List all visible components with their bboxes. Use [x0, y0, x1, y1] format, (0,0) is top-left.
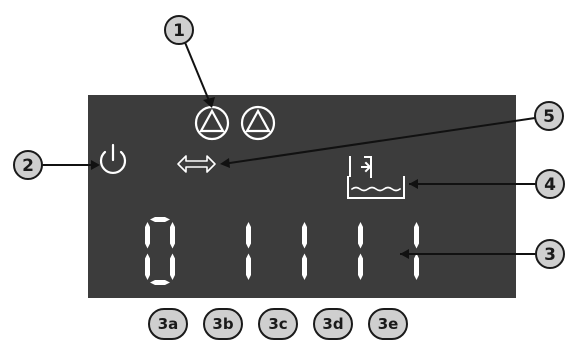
- lcd-segment-b: [302, 222, 307, 249]
- lcd-digit: [302, 222, 307, 280]
- lcd-digit: [145, 217, 175, 285]
- leader-line-1: [183, 39, 211, 104]
- callout-label: 3: [544, 245, 556, 265]
- lcd-segment-c: [246, 253, 251, 280]
- tank-fill-icon: [347, 156, 405, 199]
- lcd-segment-c: [414, 253, 419, 280]
- arrowhead-2: [91, 160, 100, 170]
- arrowhead-3: [400, 249, 409, 259]
- callout-5: 5: [534, 101, 564, 131]
- bidirectional-arrow-icon: [177, 155, 216, 173]
- arrowhead-5: [220, 158, 230, 168]
- lcd-digit: [414, 222, 419, 280]
- lcd-segment-b: [358, 222, 363, 249]
- callout-label: 3b: [212, 315, 233, 333]
- leader-arrowheads: [91, 97, 418, 259]
- callout-label: 3a: [158, 315, 179, 333]
- callout-label: 5: [543, 107, 555, 127]
- lcd-digit: [358, 222, 363, 280]
- lcd-segment-b: [170, 222, 175, 249]
- lcd-segment-c: [358, 253, 363, 280]
- callout-label: 3d: [322, 315, 343, 333]
- callout-label: 3c: [268, 315, 287, 333]
- lcd-digit: [246, 222, 251, 280]
- arrowhead-1: [203, 97, 215, 108]
- callout-label: 2: [22, 156, 34, 176]
- seven-segment-digits: [145, 217, 419, 285]
- lcd-segment-f: [145, 222, 150, 249]
- lcd-segment-b: [414, 222, 419, 249]
- lcd-segment-e: [145, 253, 150, 280]
- lcd-segment-b: [246, 222, 251, 249]
- callout-3e: 3e: [368, 308, 408, 340]
- callout-label: 4: [544, 175, 556, 195]
- pump-icon: [240, 105, 276, 141]
- lcd-segment-d: [150, 280, 170, 285]
- callout-2: 2: [13, 150, 43, 180]
- callout-3: 3: [535, 239, 565, 269]
- lcd-segment-a: [150, 217, 170, 222]
- callout-3c: 3c: [258, 308, 298, 340]
- callout-label: 3e: [378, 315, 399, 333]
- callout-3d: 3d: [313, 308, 353, 340]
- lcd-segment-c: [170, 253, 175, 280]
- leader-lines: [42, 39, 536, 255]
- callout-1: 1: [164, 15, 194, 45]
- arrowhead-4: [409, 179, 418, 189]
- callout-3a: 3a: [148, 308, 188, 340]
- callout-label: 1: [173, 21, 185, 41]
- lcd-segment-c: [302, 253, 307, 280]
- power-icon: [99, 143, 127, 174]
- leader-line-5: [222, 117, 536, 165]
- callout-4: 4: [535, 169, 565, 199]
- callout-3b: 3b: [203, 308, 243, 340]
- pump-icon: [194, 105, 230, 141]
